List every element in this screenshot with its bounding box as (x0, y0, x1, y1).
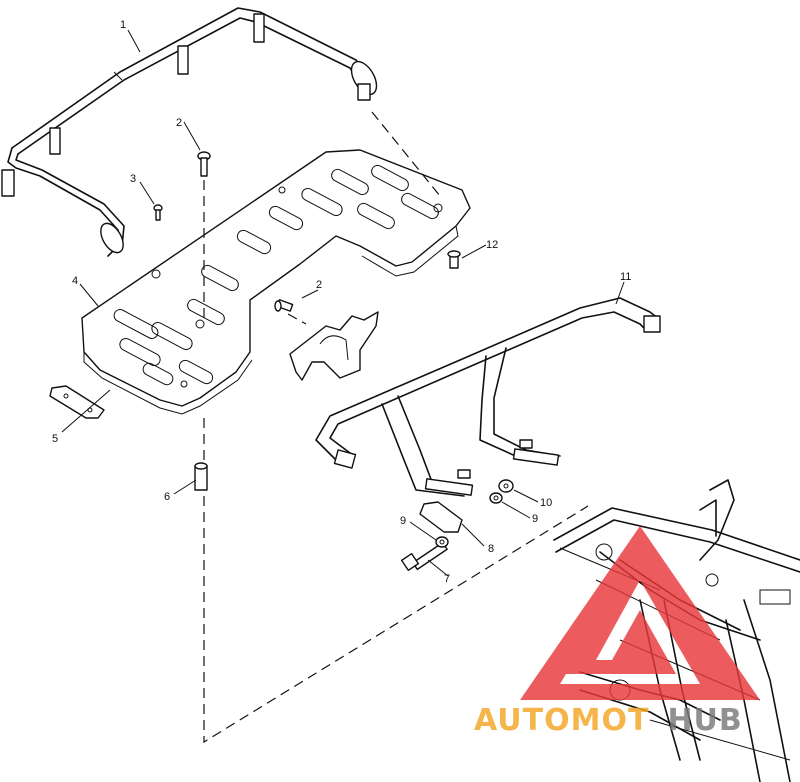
callout-9-right: 9 (532, 513, 538, 525)
rack-rail-part-1 (1, 7, 378, 257)
callout-11: 11 (620, 271, 631, 283)
spacer-part-6 (194, 462, 208, 491)
bolt-part-12 (447, 250, 461, 269)
callout-3: 3 (130, 173, 136, 185)
callout-2-top: 2 (176, 117, 182, 129)
callout-6: 6 (164, 491, 170, 503)
nut-part-10 (498, 479, 514, 493)
bolt-part-3 (153, 204, 163, 221)
mount-bracket (289, 311, 379, 381)
plate-part-8 (419, 501, 463, 533)
bolt-part-2-top (197, 151, 211, 177)
watermark-triangle-icon (520, 526, 760, 700)
alignment-lines (203, 111, 589, 744)
callout-5: 5 (52, 433, 58, 445)
rack-platform-part-4 (81, 149, 471, 415)
callouts: 1 2 3 4 2 12 11 5 6 10 9 9 8 7 (52, 19, 631, 585)
bolt-part-7 (400, 541, 448, 572)
washer-part-9-right (489, 492, 503, 504)
callout-9-left: 9 (400, 515, 406, 527)
callout-12: 12 (486, 239, 498, 251)
callout-10: 10 (540, 497, 552, 509)
callout-2-middle: 2 (316, 279, 322, 291)
bolt-part-2-middle (274, 299, 294, 312)
callout-1: 1 (120, 19, 126, 31)
plate-part-5 (49, 385, 105, 419)
callout-7: 7 (444, 573, 450, 585)
leader-lines (61, 29, 625, 577)
support-frame-part-11 (315, 297, 661, 497)
washer-part-9-left (435, 536, 449, 548)
callout-4: 4 (72, 275, 78, 287)
callout-8: 8 (488, 543, 494, 555)
